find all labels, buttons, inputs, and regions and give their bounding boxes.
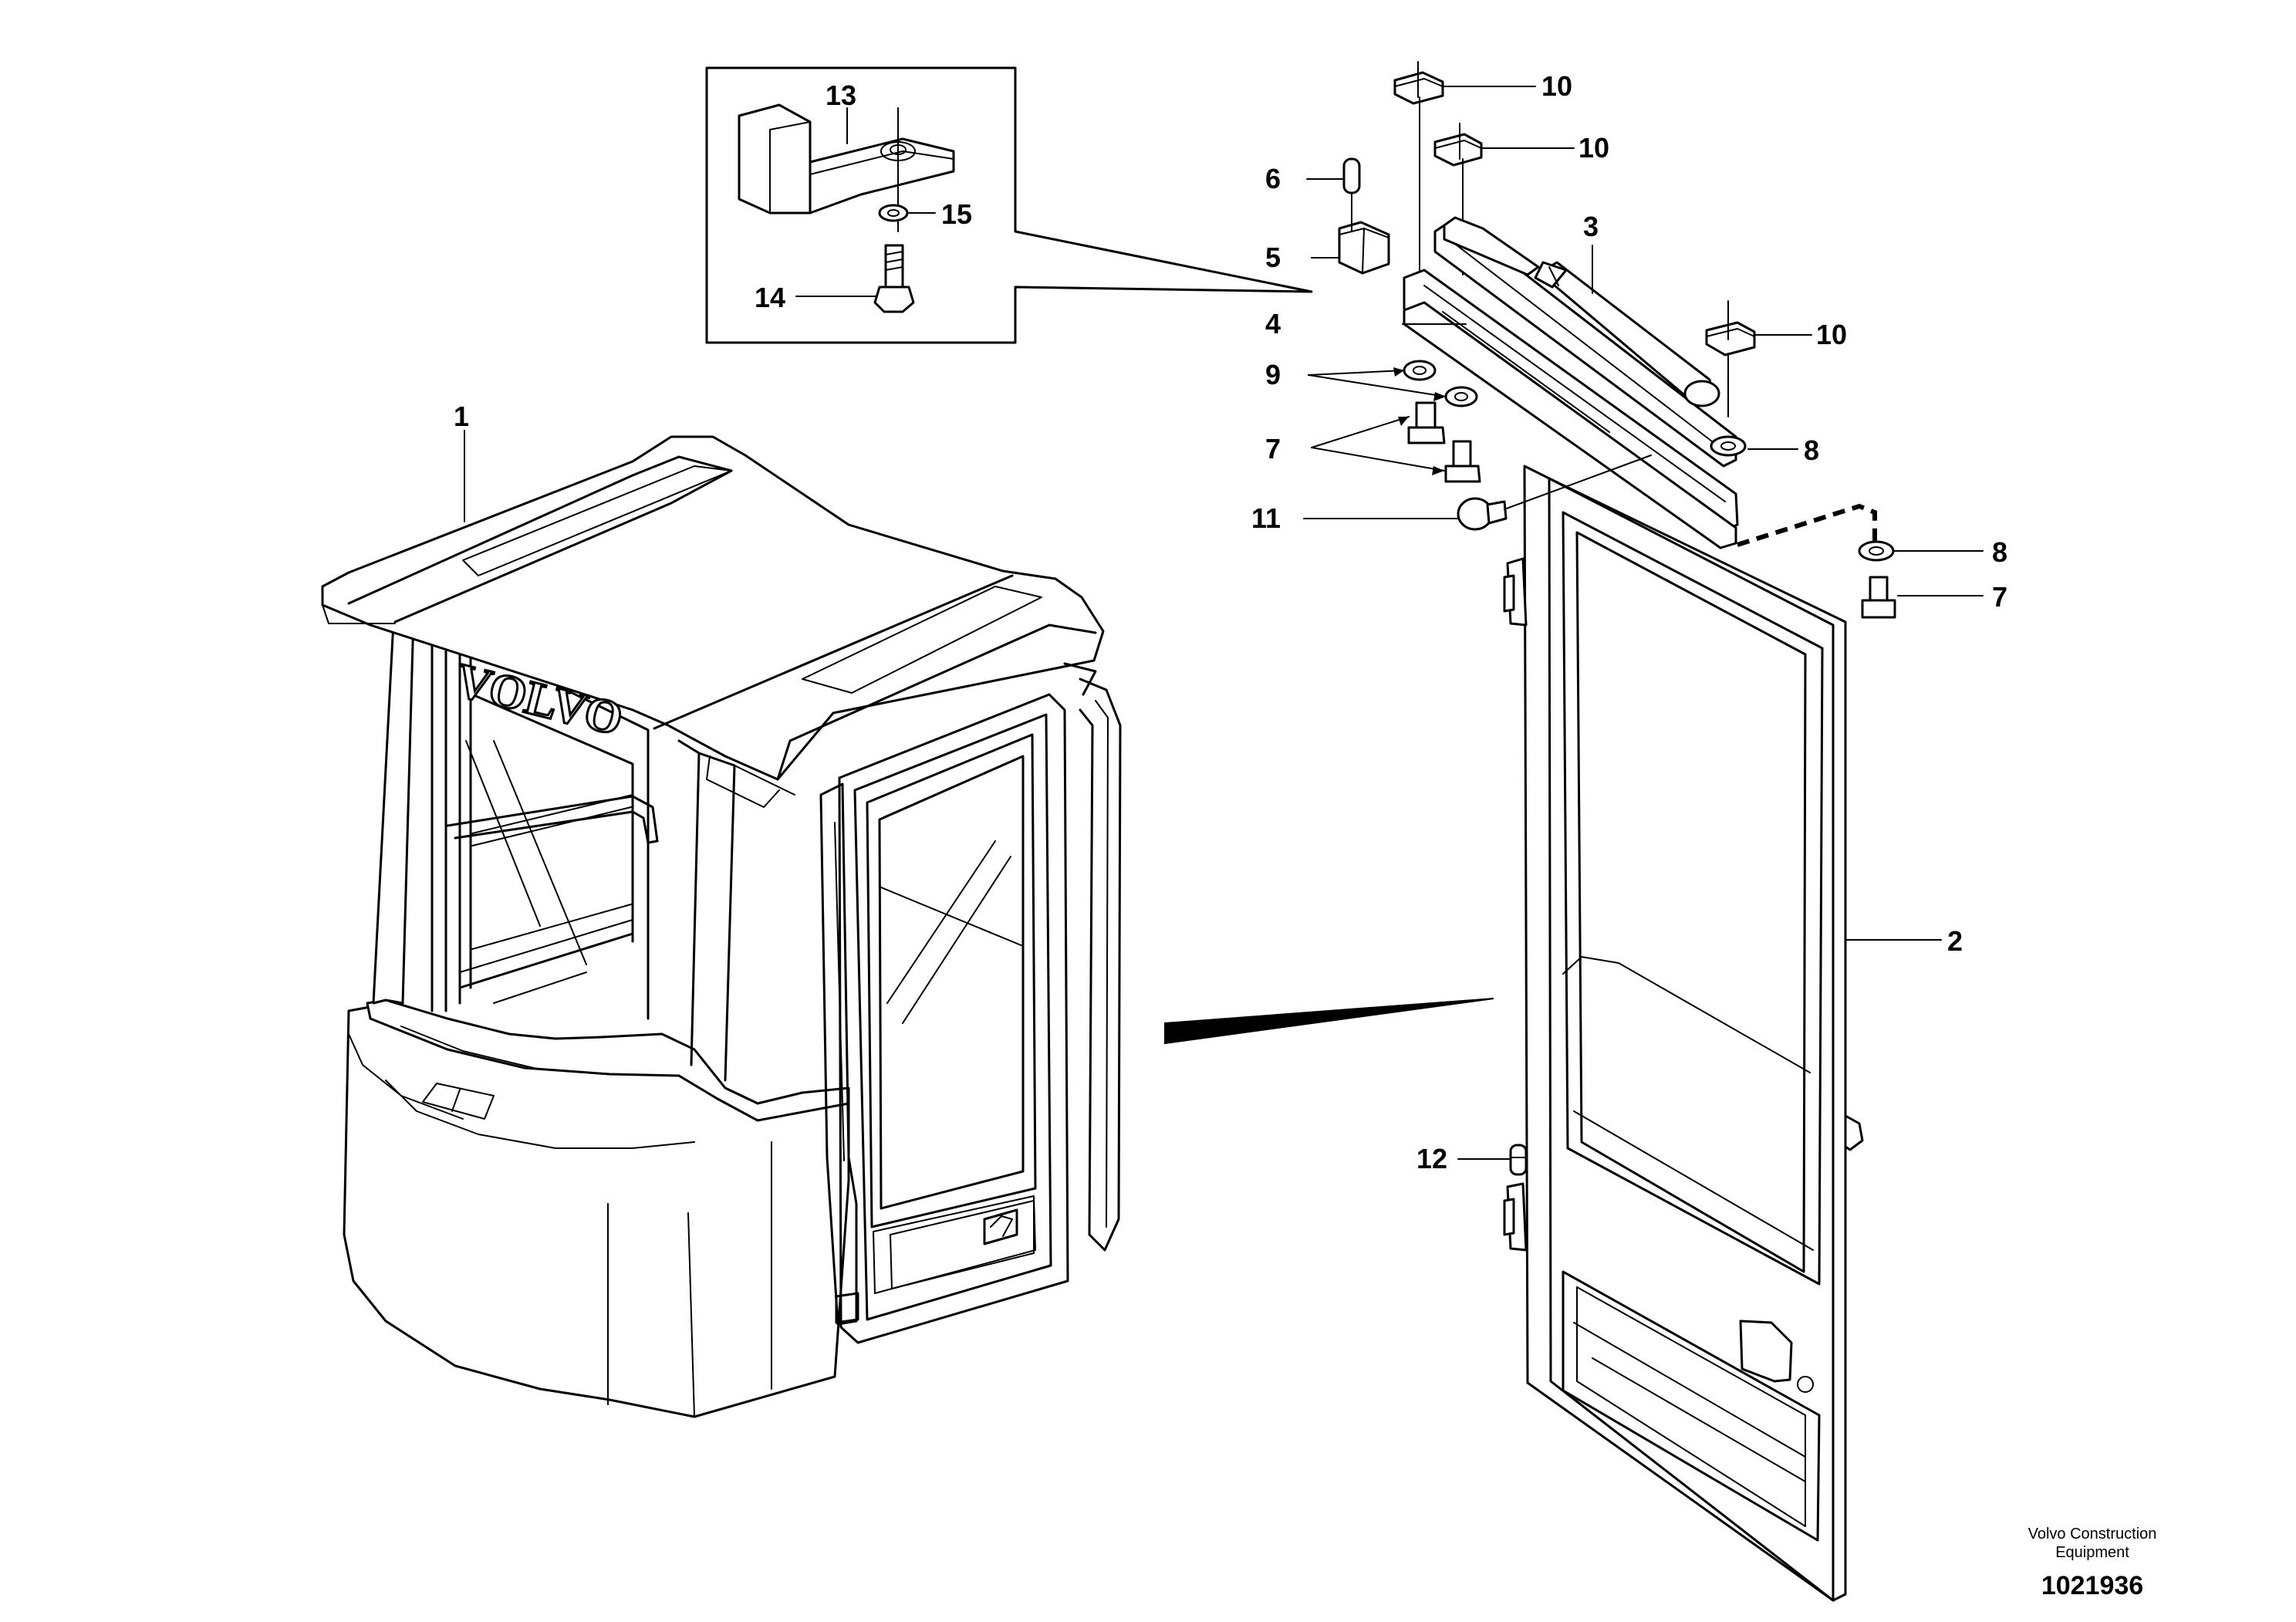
label-5: 5 <box>1265 242 1281 273</box>
washer-part-8b <box>1858 540 1895 562</box>
bracket-part <box>738 103 955 232</box>
label-6: 6 <box>1265 163 1281 194</box>
label-12: 12 <box>1416 1143 1447 1174</box>
pin-part-6 <box>1342 157 1361 194</box>
label-9: 9 <box>1265 359 1281 390</box>
drawing-number: 1021936 <box>2041 1571 2143 1600</box>
company-name-line2: Equipment <box>2055 1544 2129 1561</box>
label-4: 4 <box>1265 308 1281 340</box>
bolt-part <box>873 244 915 313</box>
door-assembly <box>1503 465 1864 1602</box>
knob-part-11 <box>1457 454 1652 531</box>
block-part-5 <box>1338 192 1390 275</box>
gas-cylinder-part-3 <box>1443 216 1720 407</box>
clip-part-10c <box>1705 300 1756 357</box>
label-8b: 8 <box>1992 536 2007 568</box>
label-7a: 7 <box>1265 433 1281 465</box>
callout-labels: 1 2 3 4 5 6 7 7 8 8 9 10 10 10 11 12 <box>454 70 2007 1174</box>
label-10c: 10 <box>1816 319 1847 350</box>
detail-inset: 13 15 14 <box>705 66 1313 344</box>
label-8a: 8 <box>1804 434 1819 466</box>
bolt-part-7a <box>1407 401 1446 444</box>
washer-part-8a <box>1710 435 1747 457</box>
label-15: 15 <box>941 198 972 230</box>
clip-part-10a <box>1393 61 1444 105</box>
leader-lines <box>464 86 1984 1160</box>
company-name-line1: Volvo Construction <box>2028 1526 2157 1543</box>
washer-part <box>878 204 909 222</box>
label-13: 13 <box>826 79 856 111</box>
footer-credit: Volvo Construction Equipment 1021936 <box>2028 1526 2157 1600</box>
label-2: 2 <box>1947 925 1963 957</box>
label-10b: 10 <box>1578 132 1609 164</box>
label-14: 14 <box>755 282 785 313</box>
bolt-part-7b <box>1444 440 1481 483</box>
label-10a: 10 <box>1541 70 1572 102</box>
pin-part-12 <box>1509 1144 1528 1176</box>
bolt-part-7c <box>1861 576 1896 619</box>
pointer-wedge <box>1164 998 1494 1045</box>
label-7b: 7 <box>1992 581 2007 613</box>
cab-assembly: VOLVO <box>321 435 1122 1418</box>
label-1: 1 <box>454 400 469 432</box>
label-11: 11 <box>1251 502 1281 534</box>
label-3: 3 <box>1583 211 1599 242</box>
clip-part-10b <box>1433 123 1483 167</box>
gas-strut-assembly <box>1338 61 1896 619</box>
